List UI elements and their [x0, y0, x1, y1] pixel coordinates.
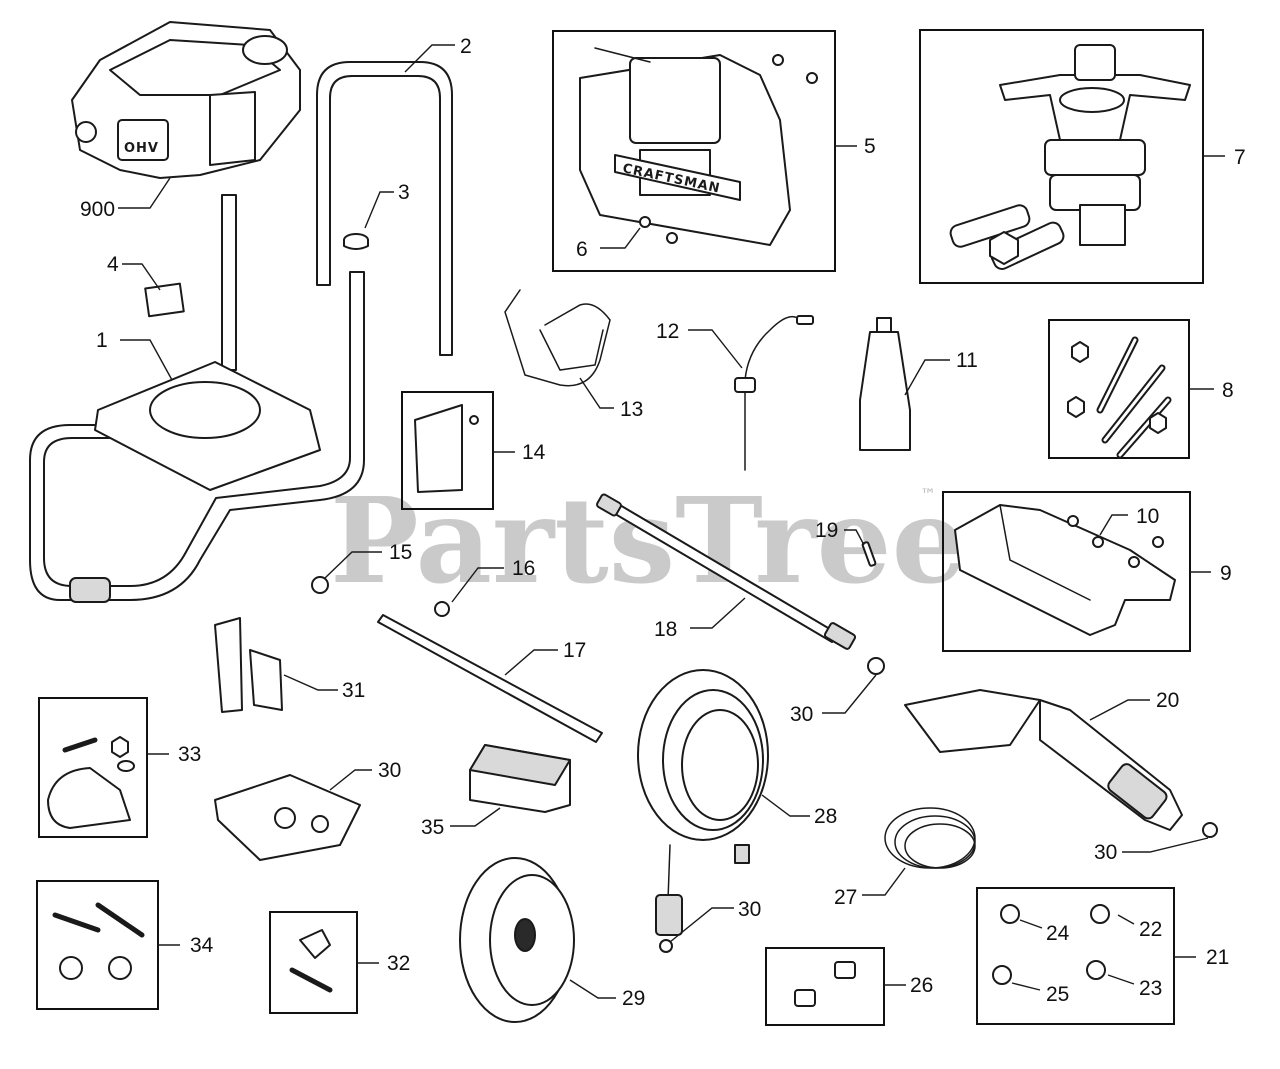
callout-9: 9 [1220, 562, 1232, 585]
nozzle-set-box [976, 887, 1175, 1025]
callout-22: 22 [1139, 918, 1162, 941]
frame-part[interactable] [29, 194, 365, 603]
spray-wand-part[interactable] [596, 493, 885, 675]
nozzle-holder-box [765, 947, 885, 1026]
wheel-part[interactable] [459, 857, 575, 1023]
callout-13: 13 [620, 398, 643, 421]
cover-plate-part[interactable] [414, 404, 479, 493]
callout-34: 34 [190, 934, 214, 957]
callout-10: 10 [1136, 505, 1159, 528]
shroud-part[interactable] [954, 504, 1176, 636]
nozzle-holder-part[interactable] [794, 961, 856, 1007]
callout-15: 15 [389, 541, 412, 564]
callout-6: 6 [576, 238, 588, 261]
siphon-tube-part[interactable] [734, 315, 814, 471]
callout-31: 31 [342, 679, 365, 702]
callout-30-hose: 30 [738, 898, 761, 921]
callout-23: 23 [1139, 977, 1162, 1000]
callout-35: 35 [421, 816, 444, 839]
engine-label: OHV [124, 141, 159, 156]
battery-part[interactable] [469, 744, 571, 813]
knob-kit-box [36, 880, 159, 1010]
callout-30-plate: 30 [378, 759, 401, 782]
pin-part[interactable] [861, 541, 877, 567]
panel-screw-part[interactable] [639, 54, 818, 244]
cover-plate-box [401, 391, 494, 510]
callout-26: 26 [910, 974, 933, 997]
callout-18: 18 [654, 618, 677, 641]
callout-25: 25 [1046, 983, 1069, 1006]
callout-8: 8 [1222, 379, 1234, 402]
foot-kit-part[interactable] [47, 736, 135, 829]
callout-20: 20 [1156, 689, 1179, 712]
callout-30-wand: 30 [790, 703, 813, 726]
callout-24: 24 [1046, 922, 1070, 945]
callout-11: 11 [956, 349, 978, 372]
watermark-text: PartsTree [330, 471, 967, 610]
callout-17: 17 [563, 639, 586, 662]
leader-lines [118, 44, 1225, 999]
callout-2: 2 [460, 35, 472, 58]
spray-gun-part[interactable] [904, 689, 1218, 838]
bolt-kit-box [1048, 319, 1190, 459]
callout-14: 14 [522, 441, 546, 464]
callout-7: 7 [1234, 146, 1246, 169]
callout-29: 29 [622, 987, 645, 1010]
callout-3: 3 [398, 181, 410, 204]
callout-27: 27 [834, 886, 857, 909]
cap-plug-part[interactable] [343, 233, 369, 250]
shroud-screw-part[interactable] [1067, 515, 1164, 568]
gasket-plate-part[interactable] [214, 774, 361, 861]
control-panel-box [552, 30, 836, 272]
callout-33: 33 [178, 743, 201, 766]
hose-part[interactable] [637, 669, 769, 953]
holder-bracket-part[interactable] [214, 617, 283, 713]
callout-21: 21 [1206, 946, 1229, 969]
coil-cord-part[interactable] [884, 807, 976, 869]
pump-part[interactable] [949, 44, 1191, 272]
callout-19: 19 [815, 519, 838, 542]
callout-32: 32 [387, 952, 410, 975]
callout-5: 5 [864, 135, 876, 158]
callout-16: 16 [512, 557, 535, 580]
callout-4: 4 [107, 253, 119, 276]
handle-part[interactable] [316, 61, 453, 356]
detergent-bottle-part[interactable] [859, 317, 911, 451]
callout-30-gun: 30 [1094, 841, 1117, 864]
foot-kit-box [38, 697, 148, 838]
callout-28: 28 [814, 805, 837, 828]
bolt-kit-part[interactable] [1067, 336, 1172, 459]
axle-part[interactable] [377, 614, 603, 743]
hardware-kit-box [269, 911, 358, 1014]
hardware-kit-part[interactable] [289, 929, 333, 993]
decal-part[interactable] [144, 282, 185, 318]
watermark-trademark: ™ [920, 485, 936, 504]
hose-hook-part[interactable] [504, 289, 611, 387]
engine-part[interactable]: OHV [71, 21, 301, 179]
control-panel-part[interactable]: CRAFTSMAN [579, 47, 791, 246]
callout-1: 1 [96, 329, 108, 352]
washer-part[interactable] [434, 601, 450, 617]
knob-kit-part[interactable] [52, 902, 145, 980]
callout-12: 12 [656, 320, 679, 343]
callout-labels: 900 1 2 3 4 5 6 7 8 9 10 11 12 13 14 15 … [80, 35, 1246, 1010]
nozzle-set-part[interactable] [992, 904, 1110, 985]
callout-900: 900 [80, 198, 115, 221]
o-ring-part[interactable] [311, 576, 329, 594]
